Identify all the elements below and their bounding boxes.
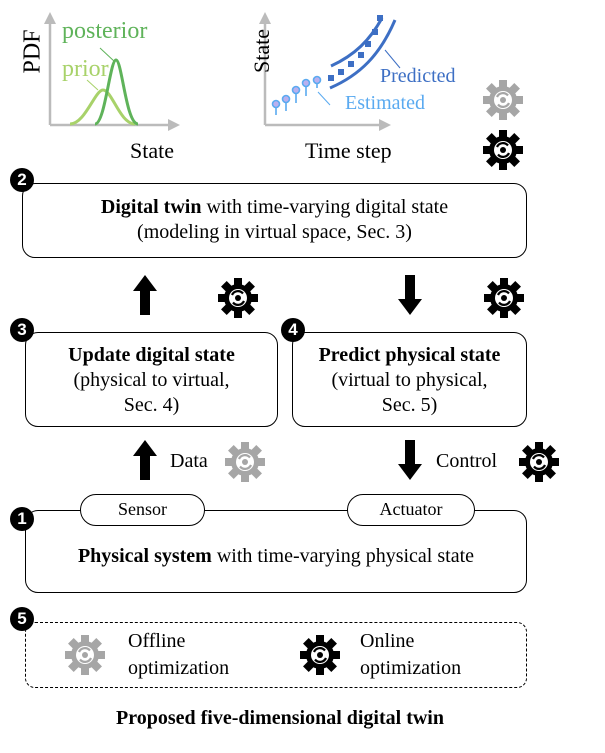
badge-5: 5 [10, 607, 34, 631]
posterior-label: posterior [62, 18, 148, 44]
up-arrow-icon [133, 275, 157, 315]
offline-gear-icon [225, 442, 265, 482]
digital-twin-desc: with time-varying digital state [201, 196, 449, 218]
update-title: Update digital state [68, 344, 235, 366]
online-gear-icon [483, 130, 523, 170]
down-arrow-icon [398, 440, 422, 480]
physical-system-desc: with time-varying physical state [211, 545, 475, 567]
digital-twin-subtitle: (modeling in virtual space, Sec. 3) [137, 221, 412, 243]
actuator-pill: Actuator [347, 494, 475, 526]
badge-4: 4 [281, 318, 305, 342]
time-step-axis-label: Time step [305, 138, 392, 163]
physical-system-title: Physical system [77, 545, 212, 567]
digital-twin-title: Digital twin [100, 196, 202, 218]
update-line3: Sec. 4) [123, 394, 180, 416]
estimated-points [271, 75, 322, 115]
badge-2: 2 [10, 168, 34, 192]
online-gear-icon [300, 635, 340, 675]
digital-twin-box: Digital twin with time-varying digital s… [22, 183, 527, 258]
physical-system-box: Physical system with time-varying physic… [25, 510, 527, 593]
prior-posterior-plot [44, 12, 180, 131]
online-gear-icon [484, 278, 524, 318]
predicted-points [328, 15, 383, 81]
figure-caption: Proposed five-dimensional digital twin [116, 707, 444, 729]
predict-title: Predict physical state [318, 344, 501, 366]
online-gear-icon [519, 442, 559, 482]
control-label: Control [436, 450, 498, 472]
badge-1: 1 [10, 507, 34, 531]
state-y-axis-label: State [249, 29, 274, 73]
offline-gear-icon [483, 80, 523, 120]
update-digital-state-box: Update digital state (physical to virtua… [25, 332, 278, 427]
optimization-legend-box [25, 622, 527, 688]
sensor-pill: Sensor [80, 494, 205, 526]
prior-label: prior [62, 56, 109, 82]
state-axis-label: State [130, 138, 174, 163]
update-line2: (physical to virtual, [73, 369, 230, 391]
estimated-label: Estimated [345, 92, 425, 114]
offline-gear-icon [65, 635, 105, 675]
posterior-curve [94, 58, 139, 126]
predict-physical-state-box: Predict physical state (virtual to physi… [292, 332, 527, 427]
down-arrow-icon [398, 275, 422, 315]
predicted-label: Predicted [380, 65, 456, 87]
up-arrow-icon [133, 440, 157, 480]
predict-line2: (virtual to physical, [331, 369, 488, 391]
badge-3: 3 [10, 318, 34, 342]
predict-line3: Sec. 5) [381, 394, 438, 416]
pdf-axis-label: PDF [19, 29, 46, 74]
data-label: Data [170, 450, 208, 472]
online-gear-icon [218, 278, 258, 318]
state-time-plot [259, 12, 401, 131]
prior-curve [69, 88, 136, 126]
